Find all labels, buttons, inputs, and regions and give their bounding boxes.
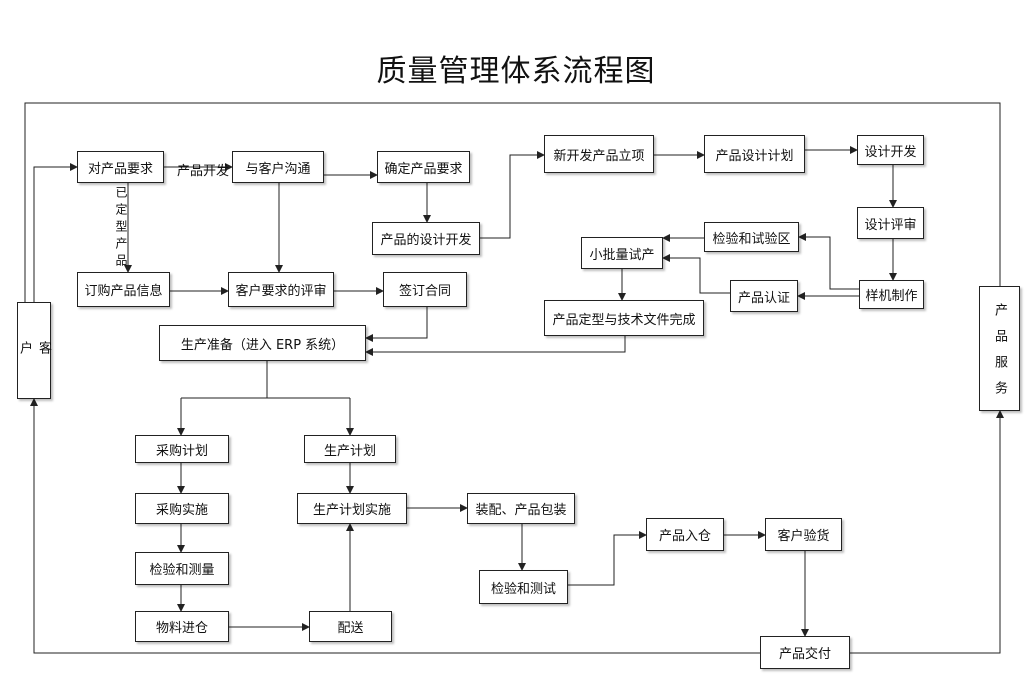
node-product-requirements: 对产品要求 <box>77 151 164 183</box>
connector-customer-to-requirements <box>33 163 78 302</box>
label-finalized-product: 已定型产品 <box>114 186 128 271</box>
connector-design-dev-to-new-project <box>480 151 545 239</box>
connector-prototype-to-inspection-area <box>798 233 859 290</box>
label-product-dev: 产品开发 <box>177 164 230 179</box>
node-distribution: 配送 <box>309 611 392 642</box>
node-product-service-label: 产品服务 <box>992 303 1007 407</box>
node-purchase-plan: 采购计划 <box>135 435 229 463</box>
node-inspection-measure: 检验和测量 <box>135 552 229 585</box>
connector-delivery-to-service <box>850 410 1004 654</box>
node-product-service: 产品服务 <box>979 286 1020 411</box>
node-product-certification: 产品认证 <box>730 280 798 312</box>
node-confirm-requirements: 确定产品要求 <box>377 151 470 183</box>
node-product-finalize-docs: 产品定型与技术文件完成 <box>544 300 704 336</box>
outer-loop-line <box>24 102 1001 302</box>
node-customer: 客户 <box>17 302 51 399</box>
node-design-review: 设计评审 <box>857 207 924 239</box>
connector-delivery-to-customer <box>30 398 760 654</box>
node-order-info: 订购产品信息 <box>77 272 170 307</box>
node-product-design-plan: 产品设计计划 <box>704 135 805 173</box>
node-assembly-packaging: 装配、产品包装 <box>467 493 575 524</box>
node-inspection-test-area: 检验和试验区 <box>704 222 799 252</box>
node-purchase-exec: 采购实施 <box>135 493 229 524</box>
connector-contract-to-production-prep <box>365 307 428 342</box>
node-sign-contract: 签订合同 <box>383 272 467 307</box>
node-production-plan-exec: 生产计划实施 <box>297 493 407 524</box>
node-customer-inspection: 客户验货 <box>765 518 842 551</box>
node-small-batch-trial: 小批量试产 <box>581 237 663 269</box>
node-warehouse-in: 产品入仓 <box>646 518 724 551</box>
node-product-delivery: 产品交付 <box>760 636 850 669</box>
connector-certification-to-trial <box>662 254 730 294</box>
connector-finalize-to-production-prep <box>365 336 626 356</box>
node-new-product-project: 新开发产品立项 <box>544 135 654 173</box>
connector-testing-to-warehouse <box>568 531 647 586</box>
node-material-in: 物料进仓 <box>135 611 229 642</box>
node-customer-communication: 与客户沟通 <box>232 151 324 183</box>
node-product-design-dev: 产品的设计开发 <box>372 222 480 255</box>
page-title: 质量管理体系流程图 <box>376 54 656 89</box>
node-customer-label: 客户 <box>17 341 51 392</box>
node-inspection-testing: 检验和测试 <box>479 570 568 604</box>
node-requirements-review: 客户要求的评审 <box>228 272 334 307</box>
connector-production-prep-split <box>181 361 350 399</box>
node-production-plan: 生产计划 <box>304 435 396 463</box>
node-design-dev: 设计开发 <box>857 135 924 165</box>
node-production-prep: 生产准备（进入 ERP 系统） <box>159 325 366 361</box>
node-prototype: 样机制作 <box>859 280 924 309</box>
